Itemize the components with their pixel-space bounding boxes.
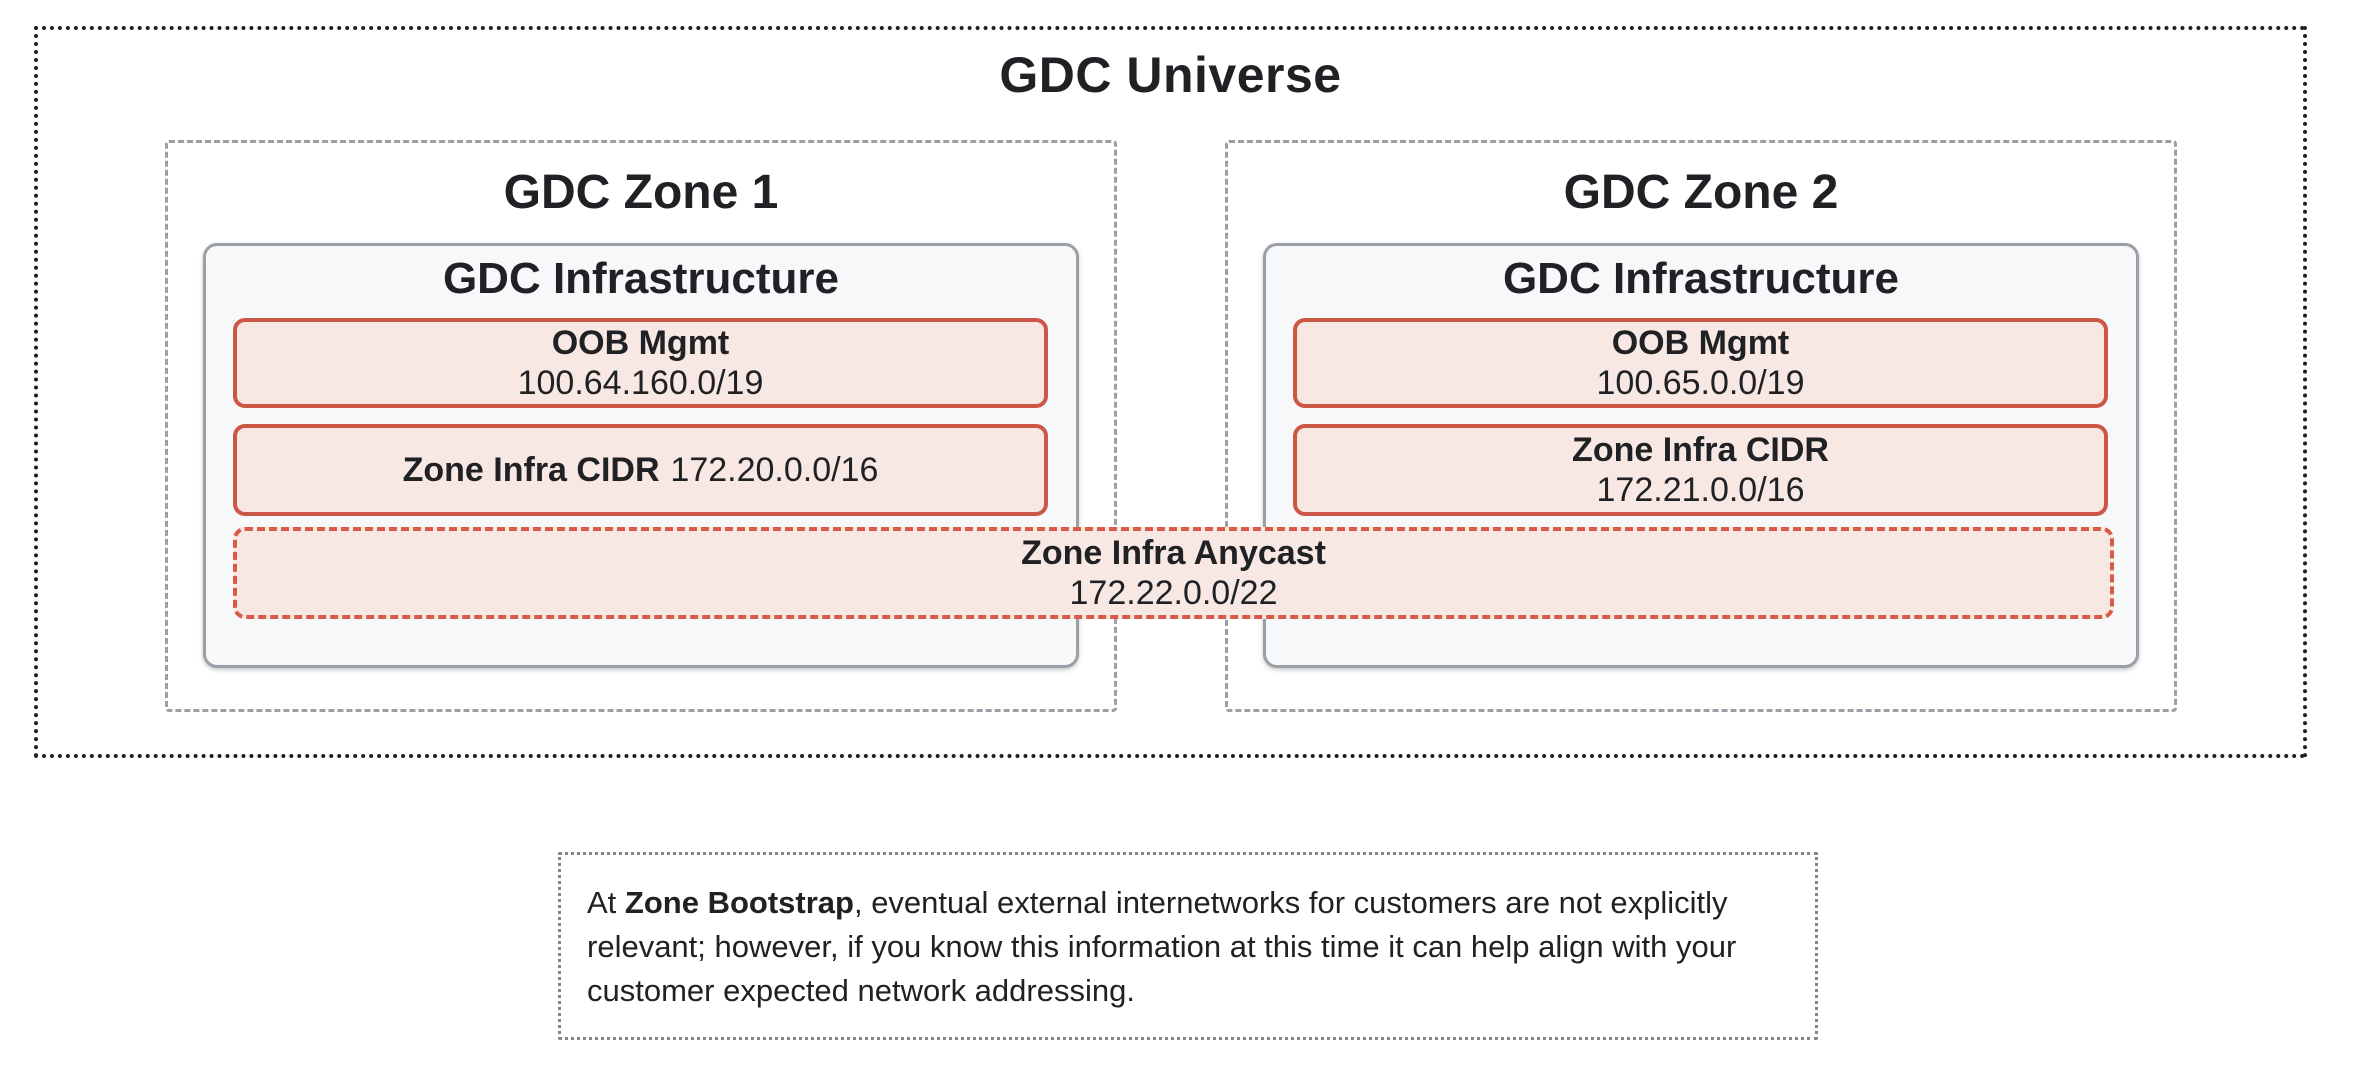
oob-mgmt-box-zone-1: OOB Mgmt 100.64.160.0/19 [233,318,1048,408]
gdc-universe-box: GDC Universe GDC Zone 1 GDC Infrastructu… [34,26,2307,758]
gdc-zone-1-title: GDC Zone 1 [503,166,779,219]
oob-mgmt-cidr: 100.65.0.0/19 [1596,364,1805,402]
zone-infra-cidr-label: Zone Infra CIDR [1572,431,1829,469]
zone-infra-cidr-value: 172.21.0.0/16 [1596,471,1805,509]
zone-infra-cidr-box-zone-2: Zone Infra CIDR 172.21.0.0/16 [1293,424,2108,516]
oob-mgmt-label: OOB Mgmt [551,324,730,362]
note-text-prefix: At [587,885,625,920]
gdc-zone-1-box: GDC Zone 1 GDC Infrastructure OOB Mgmt 1… [165,140,1117,712]
oob-mgmt-box-zone-2: OOB Mgmt 100.65.0.0/19 [1293,318,2108,408]
gdc-infrastructure-title: GDC Infrastructure [1502,254,1900,303]
oob-mgmt-label: OOB Mgmt [1611,324,1790,362]
zone-infra-anycast-box: Zone Infra Anycast 172.22.0.0/22 [233,527,2114,619]
note-text-emphasis: Zone Bootstrap [624,885,854,920]
zone-infra-cidr-line: Zone Infra CIDR 172.20.0.0/16 [403,450,879,490]
zone-infra-cidr-label: Zone Infra CIDR [402,451,660,489]
zone-infra-anycast-cidr: 172.22.0.0/22 [1069,574,1278,612]
gdc-zone-2-box: GDC Zone 2 GDC Infrastructure OOB Mgmt 1… [1225,140,2177,712]
oob-mgmt-cidr: 100.64.160.0/19 [517,364,764,402]
zone-infra-cidr-box-zone-1: Zone Infra CIDR 172.20.0.0/16 [233,424,1048,516]
gdc-zone-2-title: GDC Zone 2 [1563,166,1839,219]
zone-infra-anycast-label: Zone Infra Anycast [1021,534,1326,572]
zone-bootstrap-note-box: At Zone Bootstrap, eventual external int… [558,852,1818,1040]
gdc-universe-title: GDC Universe [999,47,1342,103]
note-text-body: , eventual external internetworks for cu… [587,885,1737,1008]
zone-infra-cidr-value: 172.20.0.0/16 [670,451,879,489]
gdc-infrastructure-title: GDC Infrastructure [442,254,840,303]
